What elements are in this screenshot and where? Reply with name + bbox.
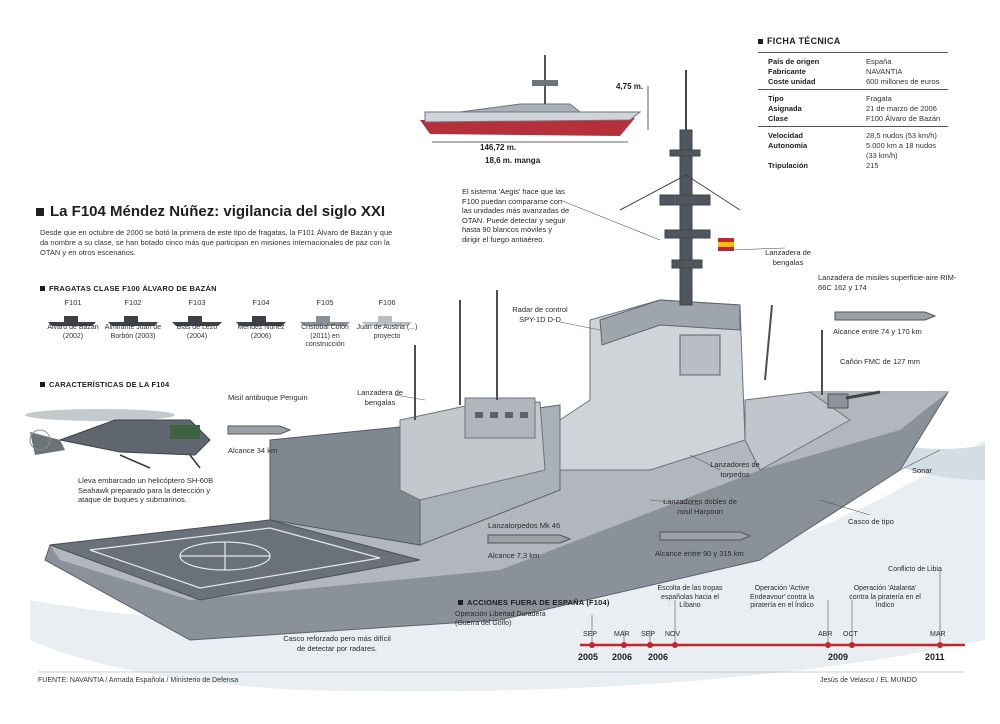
label-harpoon: Lanzadores dobles de misil Harpoon bbox=[663, 497, 737, 516]
label-torpedos: Lanzatorpedos Mk 46 bbox=[488, 521, 561, 530]
footer-source: FUENTE: NAVANTIA / Armada Española / Min… bbox=[38, 677, 239, 684]
spy-radar-panel bbox=[679, 334, 721, 376]
timeline-year: 2006 bbox=[612, 652, 633, 662]
ficha-heading: FICHA TÉCNICA bbox=[758, 36, 948, 46]
helicopter-deck bbox=[49, 519, 421, 601]
footer-credit: Jesús de Velasco / EL MUNDO bbox=[820, 677, 918, 684]
timeline-year: 2006 bbox=[648, 652, 669, 662]
torpedo bbox=[487, 534, 572, 544]
timeline-year: 2011 bbox=[925, 652, 945, 662]
acciones-heading: ACCIONES FUERA DE ESPAÑA (F104) bbox=[458, 598, 610, 607]
label-helicopter: Lleva embarcado un helicóptero SH-60B Se… bbox=[78, 476, 214, 504]
intro-paragraph: Desde que en octubre de 2000 se botó la … bbox=[40, 228, 393, 257]
bullet-square-icon bbox=[758, 38, 763, 44]
timeline-event: Conflicto de Libia bbox=[888, 566, 942, 573]
label-canon: Cañón FMC de 127 mm bbox=[840, 357, 921, 366]
timeline-month: OCT bbox=[843, 631, 858, 638]
helicopter-illustration bbox=[25, 409, 211, 469]
fragatas-silhouettes bbox=[48, 316, 412, 326]
label-radar: Radar de control SPY-1D D-D bbox=[512, 305, 568, 324]
main-mast bbox=[619, 70, 741, 306]
fragatas-heading: FRAGATAS CLASE F100 ÁLVARO DE BAZÁN bbox=[40, 284, 217, 293]
timeline-event: Operación 'Active Endeavour' contra la p… bbox=[750, 585, 814, 609]
dimension-height: 4,75 m. bbox=[616, 82, 644, 91]
sam-missile bbox=[834, 311, 937, 321]
label-aegis: El sistema 'Aegis' hace que las F100 pue… bbox=[462, 187, 570, 244]
bullet-square-icon bbox=[40, 382, 45, 387]
label-penguin: Misil antibuque Penguin bbox=[228, 393, 308, 402]
label-torpedo-range: Alcance 7,3 km bbox=[488, 551, 540, 560]
label-bengalas-2: Lanzadera de bengalas bbox=[357, 388, 403, 407]
label-sam-range: Alcance entre 74 y 170 km bbox=[833, 327, 922, 336]
timeline-event: Operación 'Atalanta' contra la piratería… bbox=[849, 585, 921, 609]
label-sonar: Sonar bbox=[912, 466, 933, 475]
dimension-beam: 18,6 m. manga bbox=[485, 156, 541, 165]
bridge bbox=[599, 299, 741, 346]
timeline-month: NOV bbox=[665, 631, 681, 638]
timeline-month: ABR bbox=[818, 631, 833, 638]
side-profile-ship bbox=[420, 55, 649, 143]
deck-markings bbox=[89, 527, 381, 589]
forward-block bbox=[744, 391, 851, 471]
dimension-length: 146,72 m. bbox=[480, 143, 517, 152]
label-penguin-range: Alcance 34 km bbox=[228, 446, 278, 455]
timeline-month: MAR bbox=[930, 631, 946, 638]
label-sam-launcher: Lanzadera de misiles superficie-aire RIM… bbox=[818, 273, 957, 292]
timeline-year: 2009 bbox=[828, 652, 849, 662]
timeline-month: SEP bbox=[641, 631, 656, 638]
aft-windows bbox=[475, 412, 528, 418]
bullet-square-icon bbox=[40, 286, 45, 291]
label-casco: Casco de tipo bbox=[848, 517, 894, 526]
label-harpoon-range: Alcance entre 90 y 315 km bbox=[655, 549, 744, 558]
timeline-year: 2005 bbox=[578, 652, 599, 662]
timeline-month: SEP bbox=[583, 631, 598, 638]
harpoon-missile bbox=[659, 531, 752, 541]
timeline-month: MAR bbox=[614, 631, 630, 638]
leader-lines bbox=[394, 199, 941, 516]
caracteristicas-heading: CARACTERÍSTICAS DE LA F104 bbox=[40, 380, 169, 389]
timeline bbox=[580, 570, 965, 648]
page-title: La F104 Méndez Núñez: vigilancia del sig… bbox=[36, 203, 385, 220]
spain-flag bbox=[718, 238, 734, 251]
timeline-event: Escolta de las tropas españolas hacia el… bbox=[657, 585, 723, 609]
bullet-square-icon bbox=[458, 600, 463, 605]
bullet-square-icon bbox=[36, 207, 44, 216]
timeline-event: Operación Libertad Duradera (Guerra del … bbox=[455, 611, 546, 627]
label-torpedo-launchers: Lanzadores de torpedos bbox=[710, 460, 760, 479]
antennas bbox=[414, 290, 823, 420]
label-casco-tipo: Casco reforzado pero más difícil de dete… bbox=[283, 634, 391, 653]
label-bengalas: Lanzadera de bengalas bbox=[765, 248, 811, 267]
bow-gun bbox=[827, 390, 881, 409]
penguin-missile bbox=[227, 425, 292, 435]
